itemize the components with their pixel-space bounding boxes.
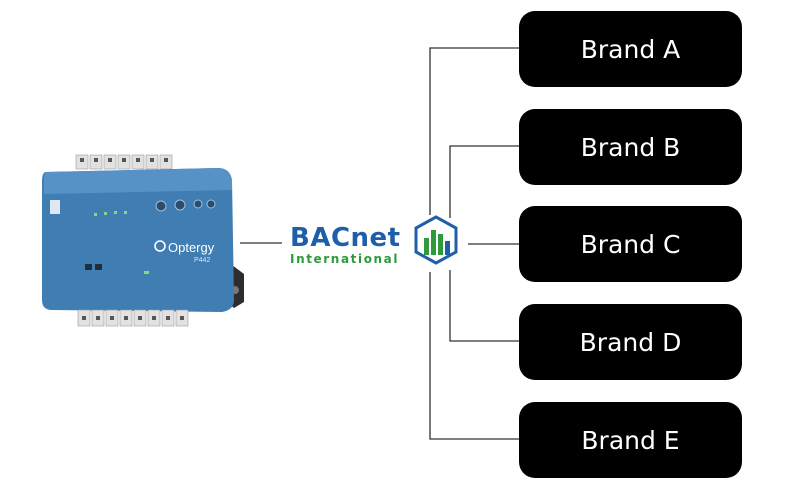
device-model-label: P442 (194, 257, 211, 264)
bacnet-logo-sub: International (290, 252, 400, 266)
brand-box-a: Brand A (519, 11, 742, 87)
optergy-controller-device (42, 154, 244, 327)
line-brand-b (449, 145, 519, 218)
line-brand-d (449, 270, 519, 342)
brand-box-b: Brand B (519, 109, 742, 185)
bacnet-hexagon-icon (414, 215, 458, 265)
device-logo-text: Optergy (168, 240, 215, 255)
bacnet-logo-main: BACnet (290, 223, 401, 253)
brand-box-e: Brand E (519, 402, 742, 478)
line-brand-a (429, 47, 519, 215)
brand-box-d: Brand D (519, 304, 742, 380)
line-brand-e (429, 272, 519, 440)
brand-box-c: Brand C (519, 206, 742, 282)
